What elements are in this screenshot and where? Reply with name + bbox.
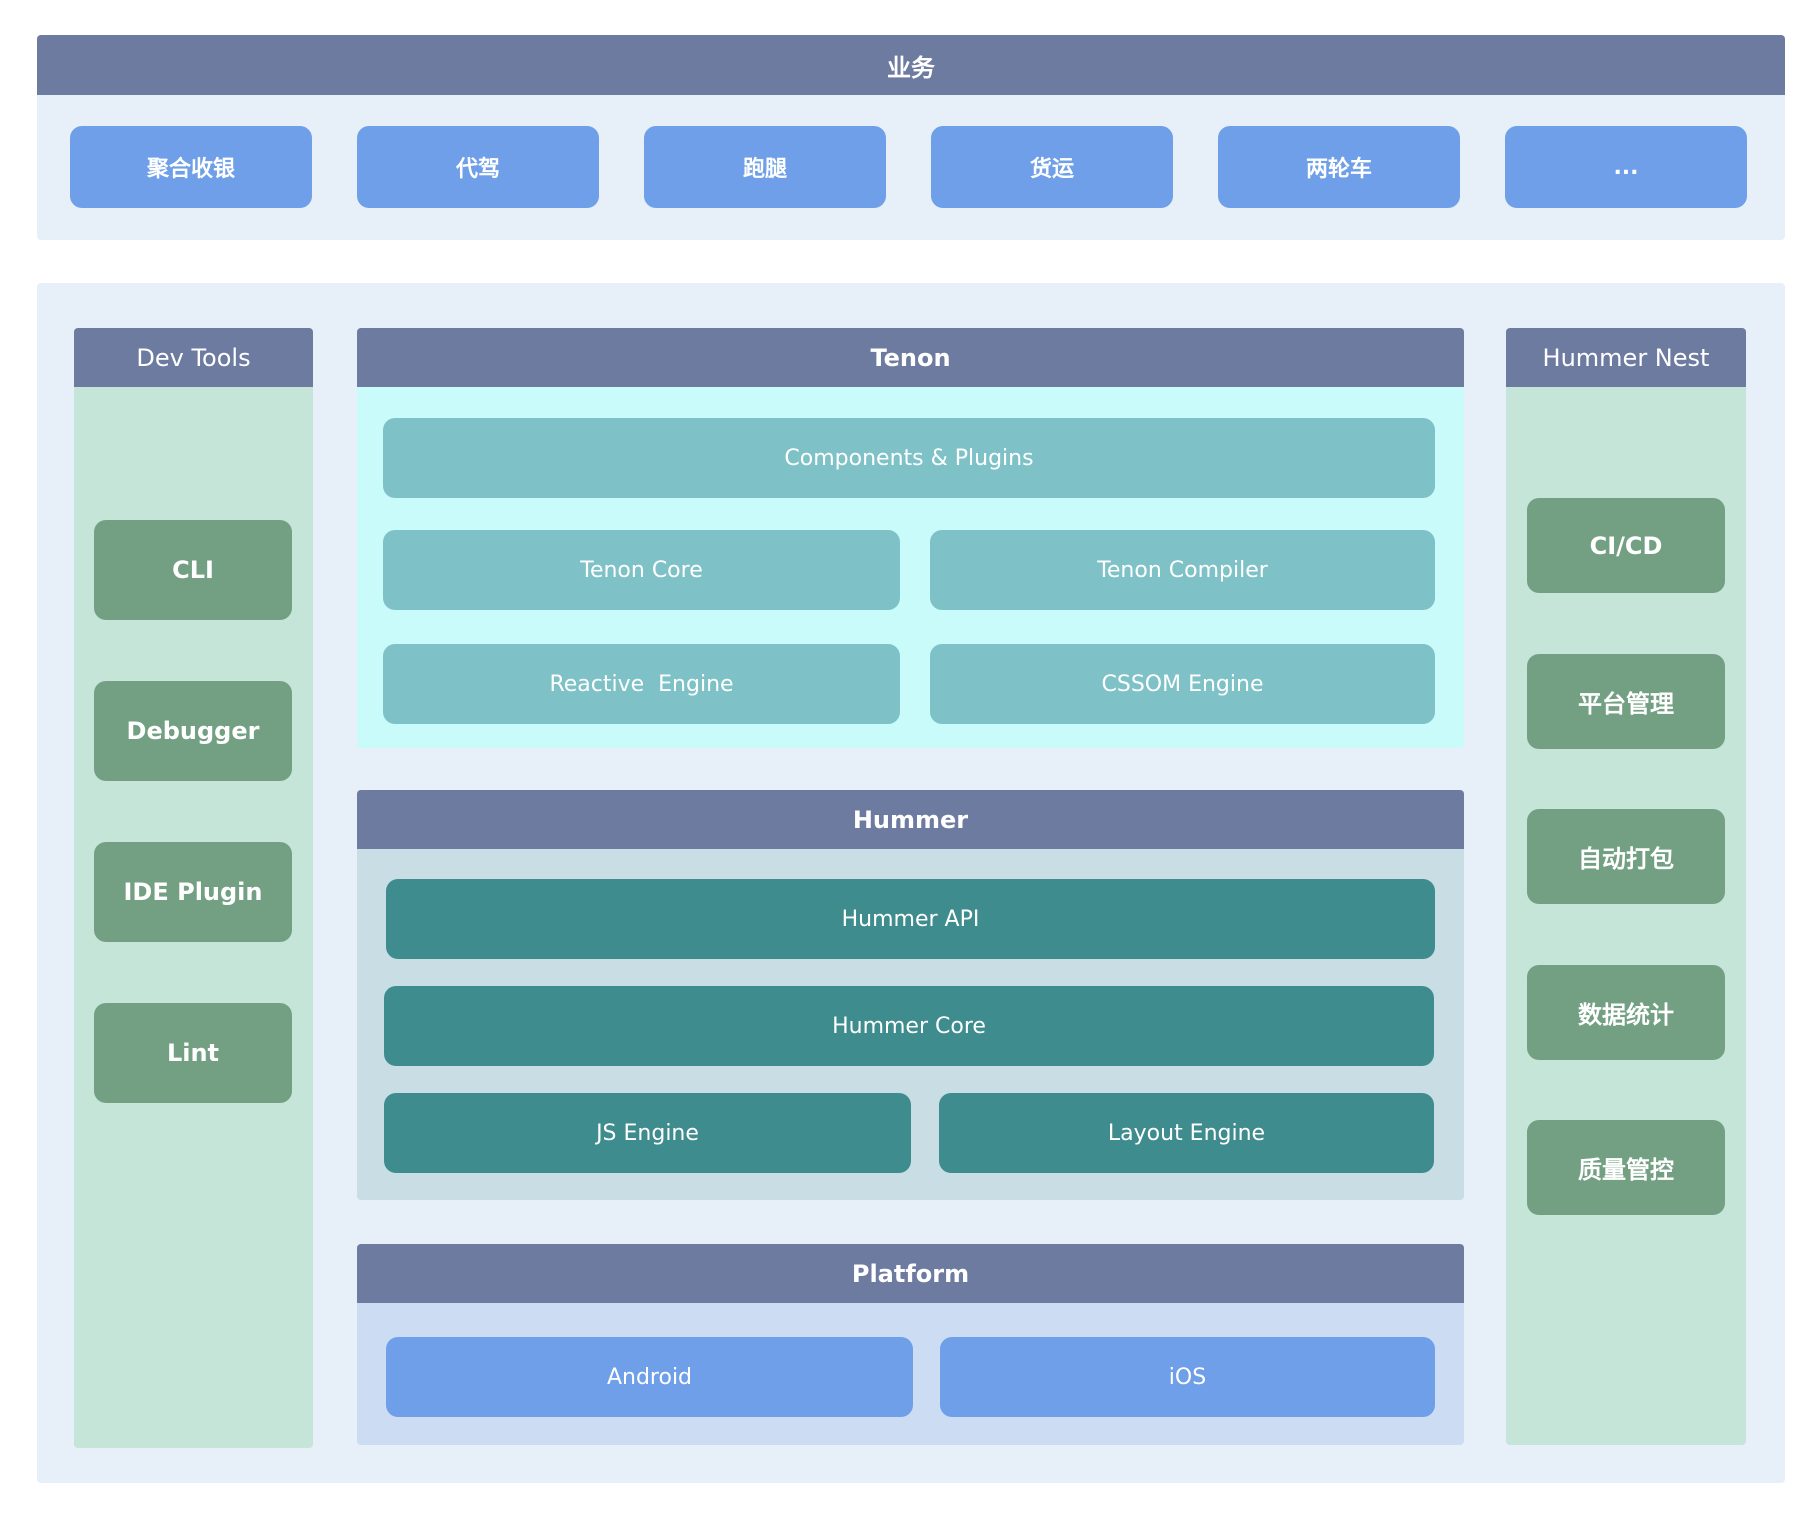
dev-tool-lint: Lint: [94, 1003, 292, 1103]
business-item-juhe-shouyin: 聚合收银: [70, 126, 312, 208]
hummer-nest-quality-control: 质量管控: [1527, 1120, 1725, 1215]
tenon-reactive-engine: Reactive Engine: [383, 644, 900, 724]
business-item-huoyun: 货运: [931, 126, 1173, 208]
tenon-components-plugins: Components & Plugins: [383, 418, 1435, 498]
hummer-header: Hummer: [357, 790, 1464, 849]
platform-title: Platform: [851, 1259, 970, 1288]
business-item-lianglunche: 两轮车: [1218, 126, 1460, 208]
tenon-core: Tenon Core: [383, 530, 900, 610]
tenon-title: Tenon: [870, 343, 951, 372]
tenon-cssom-engine: CSSOM Engine: [930, 644, 1435, 724]
dev-tools-header: Dev Tools: [74, 328, 313, 387]
hummer-layout-engine: Layout Engine: [939, 1093, 1434, 1173]
hummer-core: Hummer Core: [384, 986, 1434, 1066]
hummer-api: Hummer API: [386, 879, 1435, 959]
tenon-compiler: Tenon Compiler: [930, 530, 1435, 610]
hummer-nest-data-statistics: 数据统计: [1527, 965, 1725, 1060]
hummer-nest-auto-packaging: 自动打包: [1527, 809, 1725, 904]
platform-ios: iOS: [940, 1337, 1435, 1417]
hummer-nest-header: Hummer Nest: [1506, 328, 1746, 387]
hummer-nest-platform-management: 平台管理: [1527, 654, 1725, 749]
dev-tool-ide-plugin: IDE Plugin: [94, 842, 292, 942]
dev-tool-debugger: Debugger: [94, 681, 292, 781]
dev-tool-cli: CLI: [94, 520, 292, 620]
business-title: 业务: [887, 53, 935, 82]
tenon-header: Tenon: [357, 328, 1464, 387]
business-item-paotui: 跑腿: [644, 126, 886, 208]
business-header: 业务: [37, 35, 1785, 95]
hummer-nest-title: Hummer Nest: [1542, 343, 1710, 372]
business-item-daijia: 代驾: [357, 126, 599, 208]
dev-tools-title: Dev Tools: [136, 343, 251, 372]
hummer-title: Hummer: [852, 805, 969, 834]
business-item-more: ...: [1505, 126, 1747, 208]
hummer-js-engine: JS Engine: [384, 1093, 911, 1173]
platform-android: Android: [386, 1337, 913, 1417]
platform-header: Platform: [357, 1244, 1464, 1303]
hummer-nest-cicd: CI/CD: [1527, 498, 1725, 593]
